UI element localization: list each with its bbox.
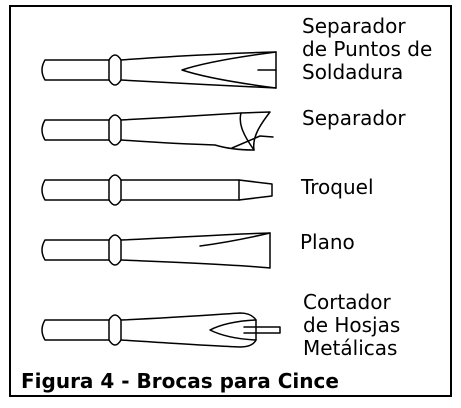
label-line: Soldadura: [302, 60, 404, 84]
spot-weld-separator-label: Separador de Puntos de Soldadura: [302, 15, 432, 84]
label-line: Troquel: [301, 175, 374, 199]
separator-label: Separador: [302, 107, 406, 130]
figure-caption: Figura 4 - Brocas para Cince: [21, 369, 339, 393]
label-line: Separador: [302, 106, 406, 130]
figure-frame: [9, 5, 452, 397]
label-line: Cortador: [303, 290, 391, 314]
sheet-metal-cutter-bit-drawing: [41, 312, 281, 348]
label-line: Separador: [302, 14, 406, 38]
flat-bit-drawing: [41, 232, 271, 269]
spot-weld-separator-bit-drawing: [41, 51, 277, 89]
flat-label: Plano: [300, 231, 355, 254]
label-line: de Hosjas: [303, 313, 401, 337]
label-line: Plano: [300, 230, 355, 254]
separator-bit-drawing: [41, 111, 274, 151]
label-line: de Puntos de: [302, 37, 433, 61]
label-line: Metálicas: [303, 336, 398, 360]
punch-label: Troquel: [301, 176, 374, 199]
sheet-metal-cutter-label: Cortador de Hosjas Metálicas: [303, 291, 400, 360]
punch-bit-drawing: [41, 174, 273, 206]
